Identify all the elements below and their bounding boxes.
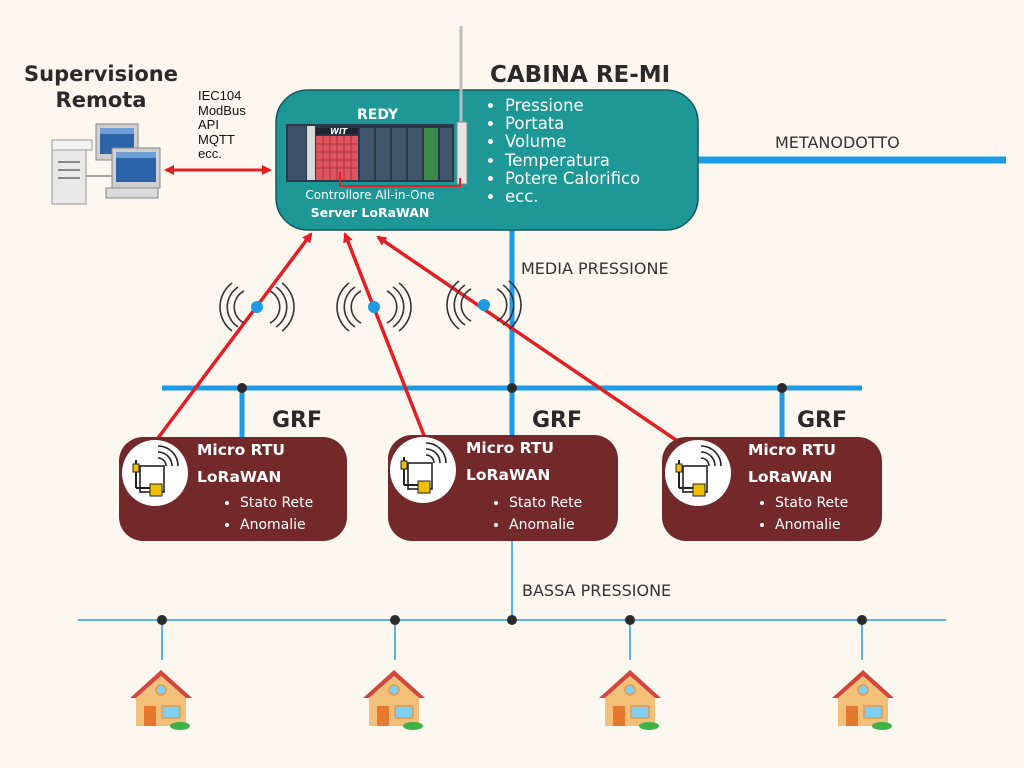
micro-rtu-card: Micro RTU LoRaWAN Stato Rete Anomalie bbox=[388, 435, 618, 541]
grf-label: GRF bbox=[797, 408, 848, 433]
micro-rtu-card: Micro RTU LoRaWAN Stato Rete Anomalie bbox=[662, 437, 882, 541]
rtu-device-icon bbox=[390, 437, 456, 503]
rtu-device-icon bbox=[122, 440, 188, 506]
low-pressure-label: BASSA PRESSIONE bbox=[522, 581, 672, 600]
protocol-item: ecc. bbox=[198, 146, 222, 161]
controller-device-icon bbox=[286, 124, 454, 182]
protocol-item: ModBus bbox=[198, 102, 246, 118]
cabin-measures-list: Pressione Portata Volume Temperatura Pot… bbox=[486, 96, 640, 206]
measure-item: Portata bbox=[505, 115, 640, 133]
wireless-node bbox=[478, 299, 490, 311]
device-brand: WIT bbox=[330, 127, 348, 136]
wireless-signal-icon bbox=[336, 282, 412, 332]
rtu-title-line: LoRaWAN bbox=[466, 466, 551, 484]
house-icon bbox=[832, 670, 894, 730]
protocol-list: IEC104 ModBus API MQTT ecc. bbox=[198, 88, 246, 162]
rtu-device-icon bbox=[665, 440, 731, 506]
protocol-item: IEC104 bbox=[198, 88, 242, 103]
wireless-signal-icon bbox=[219, 282, 295, 332]
house-icon bbox=[130, 670, 192, 730]
house-drops bbox=[161, 620, 863, 660]
junction-node bbox=[237, 383, 247, 393]
lora-link-arrow bbox=[156, 232, 313, 440]
rtu-title: Micro RTU LoRaWAN bbox=[466, 435, 554, 489]
rtu-title-line: LoRaWAN bbox=[197, 468, 282, 486]
rtu-status-list: Stato Rete Anomalie bbox=[757, 492, 848, 536]
rtu-status-item: Stato Rete bbox=[775, 492, 848, 514]
rtu-title-line: Micro RTU bbox=[748, 441, 837, 459]
junction-node bbox=[507, 615, 517, 625]
rtu-status-item: Anomalie bbox=[775, 514, 848, 536]
micro-rtu-card: Micro RTU LoRaWAN Stato Rete Anomalie bbox=[119, 437, 347, 541]
wireless-node bbox=[368, 301, 380, 313]
wireless-node bbox=[251, 301, 263, 313]
pipeline-label: METANODOTTO bbox=[775, 133, 900, 152]
rtu-status-list: Stato Rete Anomalie bbox=[222, 492, 313, 536]
device-caption-bold: Server LoRaWAN bbox=[310, 205, 430, 220]
rtu-status-list: Stato Rete Anomalie bbox=[491, 492, 582, 536]
medium-pressure-label: MEDIA PRESSIONE bbox=[521, 259, 669, 278]
rtu-status-item: Stato Rete bbox=[509, 492, 582, 514]
rtu-title-line: Micro RTU bbox=[197, 441, 286, 459]
protocol-item: MQTT bbox=[198, 131, 235, 147]
rtu-title-line: Micro RTU bbox=[466, 439, 555, 457]
lora-link-arrow bbox=[376, 235, 677, 442]
cabin-title: CABINA RE-MI bbox=[490, 62, 671, 88]
antenna-cable bbox=[339, 172, 461, 187]
junction-node bbox=[857, 615, 867, 625]
grf-label: GRF bbox=[272, 408, 323, 433]
house-icon bbox=[599, 670, 661, 730]
measure-item: ecc. bbox=[505, 187, 640, 206]
rtu-status-item: Anomalie bbox=[240, 514, 313, 536]
device-name: REDY bbox=[357, 107, 399, 123]
device-caption: Controllore All-in-One bbox=[305, 188, 435, 202]
rtu-title: Micro RTU LoRaWAN bbox=[748, 437, 836, 491]
rtu-status-item: Anomalie bbox=[509, 514, 582, 536]
measure-item: Potere Calorifico bbox=[505, 169, 640, 188]
junction-node bbox=[625, 615, 635, 625]
supervision-title: Supervisione Remota bbox=[24, 62, 178, 112]
rtu-title-line: LoRaWAN bbox=[748, 468, 833, 486]
rtu-status-item: Stato Rete bbox=[240, 492, 313, 514]
antenna-icon bbox=[456, 121, 468, 185]
measure-item: Temperatura bbox=[505, 151, 640, 170]
lora-link-arrow bbox=[343, 232, 427, 439]
house-icon bbox=[363, 670, 425, 730]
rtu-title: Micro RTU LoRaWAN bbox=[197, 437, 285, 491]
junction-node bbox=[157, 615, 167, 625]
computer-workstation-icon bbox=[51, 123, 161, 205]
measure-item: Pressione bbox=[505, 96, 640, 115]
junction-node bbox=[777, 383, 787, 393]
junction-node bbox=[390, 615, 400, 625]
wireless-signal-icon bbox=[446, 280, 522, 330]
measure-item: Volume bbox=[505, 133, 640, 151]
junction-node bbox=[507, 383, 517, 393]
grf-label: GRF bbox=[532, 408, 583, 433]
protocol-item: API bbox=[198, 117, 219, 132]
